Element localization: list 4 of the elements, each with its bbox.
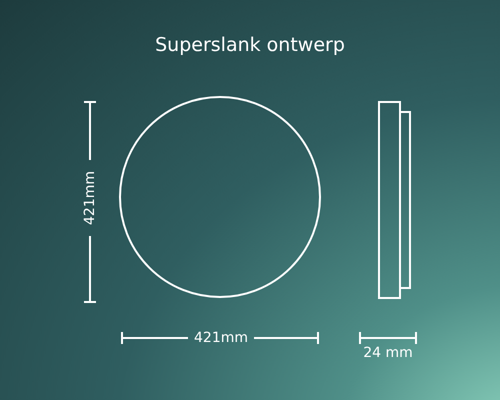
dimension-label: 421mm — [194, 330, 248, 346]
title: Superslank ontwerp — [155, 34, 345, 56]
dimension-label: 24 mm — [363, 345, 413, 361]
dimension-label: 421mm — [82, 171, 98, 225]
